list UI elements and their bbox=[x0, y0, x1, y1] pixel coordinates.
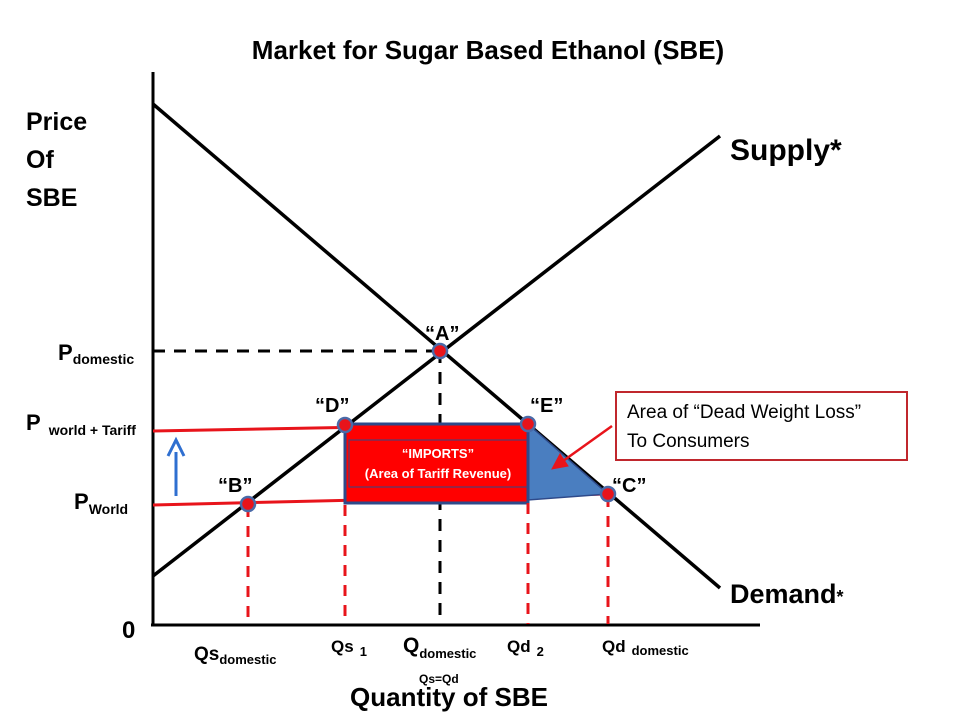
y-axis-label-line-2: Of bbox=[26, 146, 54, 174]
supply-curve-label: Supply* bbox=[730, 134, 842, 167]
price-world-label: PWorld bbox=[74, 489, 128, 517]
deadweight-note-arrow bbox=[555, 424, 613, 468]
point-c bbox=[599, 485, 617, 503]
origin-label: 0 bbox=[122, 617, 135, 644]
qs-domestic-main: Qs bbox=[194, 644, 219, 665]
point-a bbox=[431, 342, 449, 360]
demand-curve-label: Demand* bbox=[730, 579, 844, 609]
qd2-main: Qd bbox=[507, 637, 531, 656]
price-world-main: P bbox=[74, 489, 89, 514]
qs1-label: Qs 1 bbox=[331, 637, 367, 659]
point-d bbox=[336, 416, 354, 434]
qs-domestic-sub: domestic bbox=[219, 652, 276, 667]
price-world-tariff-main: P bbox=[26, 410, 41, 435]
imports-label-box bbox=[348, 439, 528, 488]
demand-curve-mark: * bbox=[837, 587, 844, 607]
qs-domestic-label: Qsdomestic bbox=[194, 644, 276, 667]
qd2-label: Qd 2 bbox=[507, 637, 544, 659]
point-a-label: “A” bbox=[425, 323, 459, 345]
q-domestic-note: Qs=Qd bbox=[419, 672, 459, 686]
supply-curve-name: Supply bbox=[730, 134, 830, 167]
q-domestic-sub: domestic bbox=[419, 646, 476, 661]
qd2-sub: 2 bbox=[537, 644, 544, 659]
y-axis-label-line-1: Price bbox=[26, 108, 87, 136]
demand-curve-name: Demand bbox=[730, 579, 837, 609]
qs1-sub: 1 bbox=[360, 644, 367, 659]
deadweight-note-line-2: To Consumers bbox=[627, 431, 750, 452]
deadweight-note-box bbox=[615, 391, 908, 461]
point-e bbox=[519, 415, 537, 433]
point-b-label: “B” bbox=[218, 475, 252, 497]
point-b bbox=[239, 495, 257, 513]
y-axis-label-line-3: SBE bbox=[26, 184, 77, 212]
price-world-tariff-sub: world + Tariff bbox=[48, 422, 137, 438]
point-e-label: “E” bbox=[530, 395, 563, 417]
price-world-sub: World bbox=[89, 501, 128, 517]
price-domestic-label: Pdomestic bbox=[58, 340, 134, 367]
x-axis-label: Quantity of SBE bbox=[350, 682, 548, 712]
tariff-arrow-head-icon bbox=[166, 436, 186, 457]
price-domestic-main: P bbox=[58, 340, 73, 365]
deadweight-note-arrow-head-icon bbox=[551, 453, 569, 470]
qd-domestic-main: Qd bbox=[602, 637, 626, 656]
supply-curve-mark: * bbox=[830, 134, 842, 167]
imports-label-line-1: “IMPORTS” bbox=[402, 446, 474, 461]
imports-label-line-2: (Area of Tariff Revenue) bbox=[365, 466, 511, 481]
qd-domestic-sub: domestic bbox=[632, 643, 689, 658]
deadweight-loss-area bbox=[527, 422, 610, 501]
point-c-label: “C” bbox=[612, 475, 646, 497]
diagram-title: Market for Sugar Based Ethanol (SBE) bbox=[252, 35, 724, 65]
q-domestic-main: Q bbox=[403, 634, 419, 657]
qd-domestic-label: Qd domestic bbox=[602, 637, 689, 658]
deadweight-note-line-1: Area of “Dead Weight Loss” bbox=[627, 402, 861, 423]
q-domestic-label: Qdomestic bbox=[403, 634, 476, 661]
point-d-label: “D” bbox=[315, 395, 349, 417]
qs1-main: Qs bbox=[331, 637, 354, 656]
price-domestic-sub: domestic bbox=[73, 351, 135, 367]
